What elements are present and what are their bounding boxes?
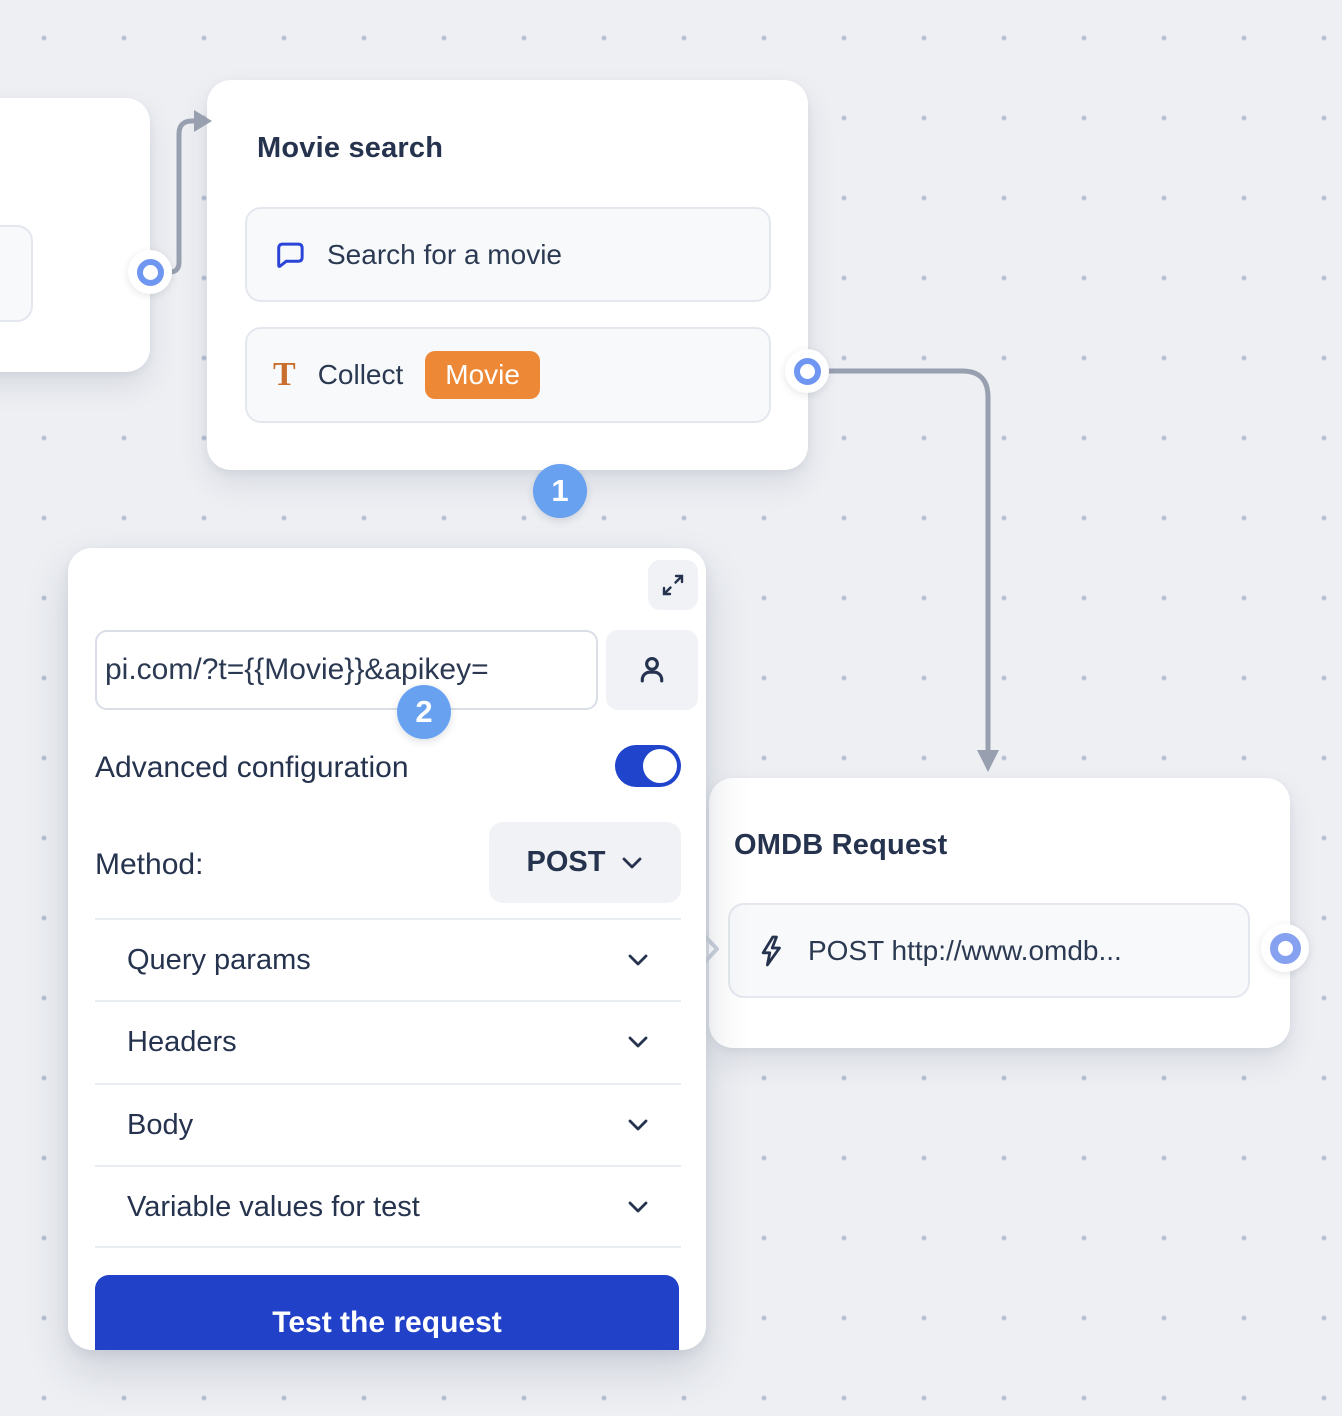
webhook-block-label: POST http://www.omdb... bbox=[808, 935, 1122, 967]
step-badge-1: 1 bbox=[533, 464, 587, 518]
section-label: Query params bbox=[127, 944, 627, 977]
assign-variable-button[interactable] bbox=[606, 630, 698, 710]
section-label: Body bbox=[127, 1109, 627, 1142]
connection-line-left-to-movie bbox=[162, 121, 194, 272]
url-input[interactable] bbox=[95, 630, 598, 710]
webhook-block[interactable]: POST http://www.omdb... bbox=[728, 903, 1250, 998]
section-variable-values[interactable]: Variable values for test bbox=[95, 1167, 681, 1247]
expand-icon bbox=[660, 572, 686, 598]
port-ring-icon bbox=[794, 358, 821, 385]
expand-button[interactable] bbox=[648, 560, 698, 610]
message-block-label: Search for a movie bbox=[327, 239, 562, 271]
movie-search-node[interactable]: Movie search Search for a movie T Collec… bbox=[207, 80, 808, 470]
chevron-down-icon bbox=[627, 1200, 649, 1214]
person-icon bbox=[635, 653, 669, 687]
output-port[interactable] bbox=[1261, 924, 1309, 972]
webhook-editor-panel[interactable]: 2 Advanced configuration Method: POST Qu… bbox=[68, 548, 706, 1350]
omdb-request-node[interactable]: OMDB Request POST http://www.omdb... bbox=[709, 778, 1290, 1048]
output-port[interactable] bbox=[128, 250, 172, 294]
output-port[interactable] bbox=[785, 349, 829, 393]
node-title: Movie search bbox=[257, 132, 443, 165]
advanced-configuration-label: Advanced configuration bbox=[95, 751, 409, 785]
collect-block[interactable]: T Collect Movie bbox=[245, 327, 771, 423]
test-request-button[interactable]: Test the request bbox=[95, 1275, 679, 1350]
chat-bubble-icon bbox=[273, 239, 305, 271]
text-input-icon: T bbox=[273, 358, 296, 392]
lightning-icon bbox=[756, 934, 786, 968]
port-ring-icon bbox=[1270, 933, 1301, 964]
step-badge-2: 2 bbox=[397, 685, 451, 739]
advanced-configuration-toggle[interactable] bbox=[615, 745, 681, 787]
arrowhead-down-icon bbox=[977, 750, 999, 772]
collect-block-label: Collect bbox=[318, 359, 404, 391]
partial-node-card[interactable] bbox=[0, 98, 150, 372]
chevron-down-icon bbox=[627, 1118, 649, 1132]
partial-node-item[interactable] bbox=[0, 225, 33, 322]
chevron-down-icon bbox=[627, 1035, 649, 1049]
section-label: Variable values for test bbox=[127, 1191, 627, 1224]
section-label: Headers bbox=[127, 1026, 627, 1059]
variable-badge[interactable]: Movie bbox=[425, 351, 540, 399]
method-select[interactable]: POST bbox=[489, 822, 681, 903]
port-ring-icon bbox=[137, 259, 164, 286]
method-label: Method: bbox=[95, 848, 203, 882]
divider bbox=[95, 1246, 681, 1248]
message-block[interactable]: Search for a movie bbox=[245, 207, 771, 302]
section-headers[interactable]: Headers bbox=[95, 1002, 681, 1082]
toggle-knob bbox=[643, 749, 677, 783]
connection-line-movie-to-omdb bbox=[824, 371, 988, 750]
chevron-down-icon bbox=[627, 953, 649, 967]
method-value: POST bbox=[527, 846, 606, 879]
node-title: OMDB Request bbox=[734, 829, 947, 862]
section-query-params[interactable]: Query params bbox=[95, 920, 681, 1000]
section-body[interactable]: Body bbox=[95, 1085, 681, 1165]
chevron-down-icon bbox=[621, 856, 643, 870]
